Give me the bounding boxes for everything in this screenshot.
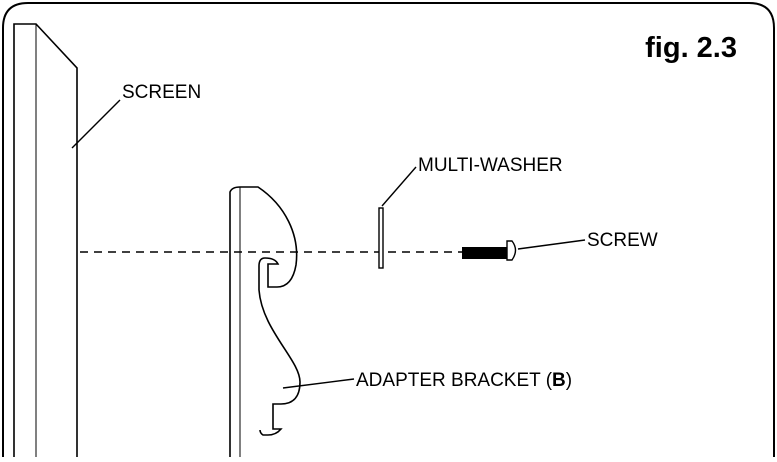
multi-washer-leader-line: [381, 166, 417, 207]
screen-leader-line: [71, 99, 121, 149]
screw: [462, 240, 517, 261]
screw-leader-line: [517, 239, 586, 250]
figure-label: fig. 2.3: [645, 32, 737, 64]
screen-panel: [13, 23, 78, 457]
multi-washer: [378, 207, 384, 269]
screen-label: SCREEN: [122, 82, 201, 103]
adapter-bracket-label: ADAPTER BRACKET (B): [356, 370, 572, 391]
multi-washer-label: MULTI-WASHER: [418, 155, 563, 176]
screw-label: SCREW: [587, 230, 658, 251]
adapter-bracket-leader-line: [282, 378, 355, 389]
adapter-bracket: [229, 186, 301, 457]
figure-frame: [2, 2, 775, 457]
